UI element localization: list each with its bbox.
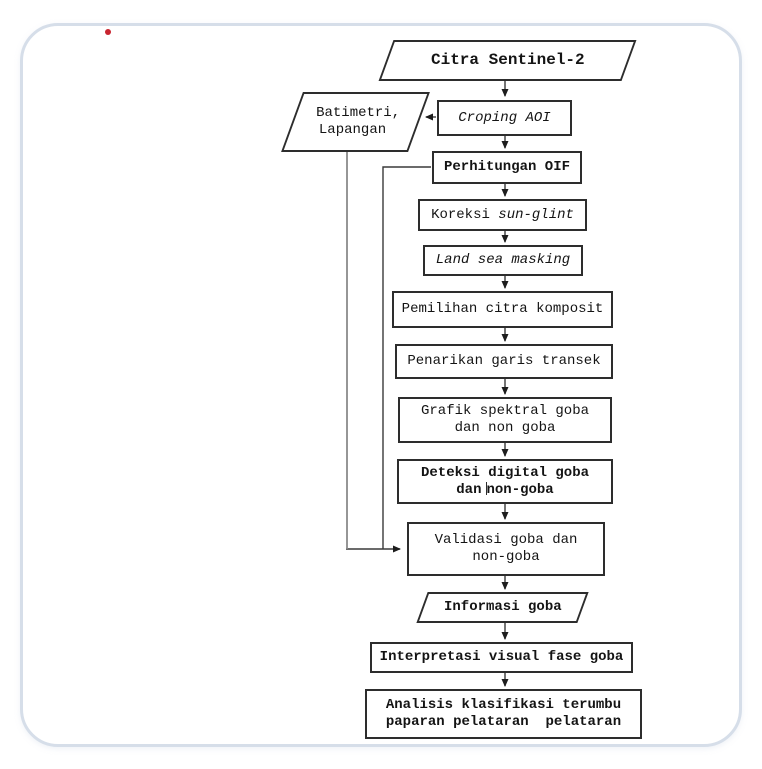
node-informasi-goba: Informasi goba [416,592,589,623]
node-label: Land sea masking [435,252,571,268]
node-label-line2: Lapangan [318,122,387,138]
node-analisis-klasifikasi: Analisis klasifikasi terumbu paparan pel… [365,689,642,739]
node-label-line1: Validasi goba dan [434,532,578,548]
text-cursor [485,481,487,495]
node-label-line2: non-goba [472,549,540,565]
node-label-line2: paparan pelataran pelataran [385,714,622,730]
node-label-line2-right: non-goba [486,481,554,498]
node-interpretasi-visual: Interpretasi visual fase goba [370,642,633,673]
node-citra-sentinel2: Citra Sentinel-2 [378,40,637,81]
node-label: Perhitungan OIF [443,159,571,175]
node-label-line2-left: dan [456,481,482,498]
node-land-sea-masking: Land sea masking [423,245,583,276]
node-label: Penarikan garis transek [407,353,601,369]
node-label: Informasi goba [443,599,562,615]
node-penarikan-garis-transek: Penarikan garis transek [395,344,613,379]
node-label: Pemilihan citra komposit [401,301,604,317]
node-label: Interpretasi visual fase goba [379,649,624,665]
node-grafik-spektral: Grafik spektral goba dan non goba [398,397,612,443]
node-batimetri-lapangan: Batimetri, Lapangan [281,92,430,152]
node-label-line2: dan non goba [454,420,556,436]
node-label-line1: Deteksi digital goba [420,464,590,481]
node-koreksi-sunglint: Koreksi sun-glint [418,199,587,231]
node-label: Citra Sentinel-2 [430,51,585,69]
node-perhitungan-oif: Perhitungan OIF [432,151,582,184]
node-label-regular: Koreksi [431,206,499,223]
node-pemilihan-citra-komposit: Pemilihan citra komposit [392,291,613,328]
node-label-italic: sun-glint [498,206,574,223]
node-label: Croping AOI [458,109,551,126]
red-dot-marker [105,29,111,35]
node-label-line1: Batimetri, [316,105,401,121]
node-label-line1: Grafik spektral goba [420,403,590,419]
node-validasi-goba: Validasi goba dan non-goba [407,522,605,576]
node-label-line1: Analisis klasifikasi terumbu [385,697,622,713]
node-croping-aoi: Croping AOI [437,100,572,136]
